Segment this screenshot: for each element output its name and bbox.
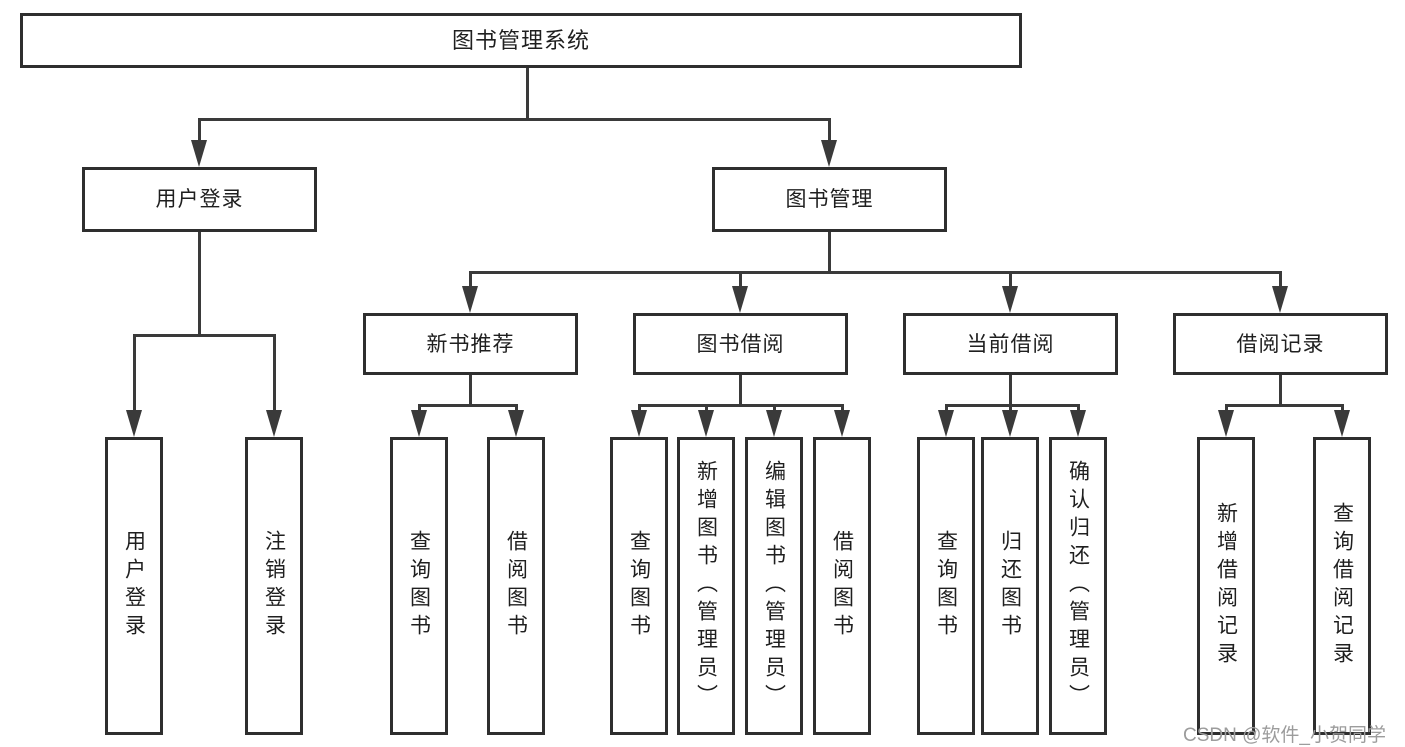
edge-line xyxy=(469,271,1282,274)
arrow-head-icon xyxy=(191,140,207,167)
edge-line xyxy=(1009,274,1012,287)
node-book-management: 图书管理 xyxy=(712,167,947,232)
edge-line xyxy=(1279,375,1282,407)
leaf-borrow-books: 借阅图书 xyxy=(487,437,545,735)
watermark: CSDN @软件_小贺同学 xyxy=(1183,725,1386,746)
leaf-confirm-return-admin: 确认归还（管理员） xyxy=(1049,437,1107,735)
arrow-head-icon xyxy=(126,410,142,437)
node-book-borrowing: 图书借阅 xyxy=(633,313,848,375)
edge-line xyxy=(828,120,831,142)
leaf-user-login: 用户登录 xyxy=(105,437,163,735)
node-borrowing-records: 借阅记录 xyxy=(1173,313,1388,375)
node-current-borrowing: 当前借阅 xyxy=(903,313,1118,375)
arrow-head-icon xyxy=(766,410,782,437)
arrow-head-icon xyxy=(1070,410,1086,437)
edge-line xyxy=(638,404,844,407)
arrow-head-icon xyxy=(508,410,524,437)
edge-line xyxy=(198,120,201,142)
edge-line xyxy=(739,274,742,287)
arrow-head-icon xyxy=(732,286,748,313)
arrow-head-icon xyxy=(266,410,282,437)
leaf-add-books-admin: 新增图书（管理员） xyxy=(677,437,735,735)
leaf-logout: 注销登录 xyxy=(245,437,303,735)
node-user-login: 用户登录 xyxy=(82,167,317,232)
leaf-add-borrow-record: 新增借阅记录 xyxy=(1197,437,1255,735)
edge-line xyxy=(133,337,136,411)
edge-line xyxy=(1009,375,1012,407)
arrow-head-icon xyxy=(1272,286,1288,313)
edge-line xyxy=(1279,274,1282,287)
leaf-query-borrow-record: 查询借阅记录 xyxy=(1313,437,1371,735)
edge-line xyxy=(739,375,742,407)
leaf-query-books: 查询图书 xyxy=(390,437,448,735)
leaf-borrow-books: 借阅图书 xyxy=(813,437,871,735)
arrow-head-icon xyxy=(1002,410,1018,437)
arrow-head-icon xyxy=(834,410,850,437)
edge-line xyxy=(526,68,529,118)
arrow-head-icon xyxy=(631,410,647,437)
arrow-head-icon xyxy=(411,410,427,437)
node-new-book-recommendation: 新书推荐 xyxy=(363,313,578,375)
leaf-query-books: 查询图书 xyxy=(917,437,975,735)
arrow-head-icon xyxy=(698,410,714,437)
arrow-head-icon xyxy=(1218,410,1234,437)
node-root: 图书管理系统 xyxy=(20,13,1022,68)
edge-line xyxy=(469,375,472,407)
edge-line xyxy=(945,404,1080,407)
leaf-return-books: 归还图书 xyxy=(981,437,1039,735)
edge-line xyxy=(828,232,831,274)
edge-line xyxy=(198,118,831,121)
arrow-head-icon xyxy=(1334,410,1350,437)
edge-line xyxy=(133,334,276,337)
arrow-head-icon xyxy=(821,140,837,167)
arrow-head-icon xyxy=(1002,286,1018,313)
edge-line xyxy=(198,232,201,337)
edge-line xyxy=(418,404,518,407)
edge-line xyxy=(469,274,472,287)
edge-line xyxy=(1225,404,1344,407)
arrow-head-icon xyxy=(938,410,954,437)
edge-line xyxy=(273,337,276,411)
arrow-head-icon xyxy=(462,286,478,313)
leaf-edit-books-admin: 编辑图书（管理员） xyxy=(745,437,803,735)
leaf-query-books: 查询图书 xyxy=(610,437,668,735)
